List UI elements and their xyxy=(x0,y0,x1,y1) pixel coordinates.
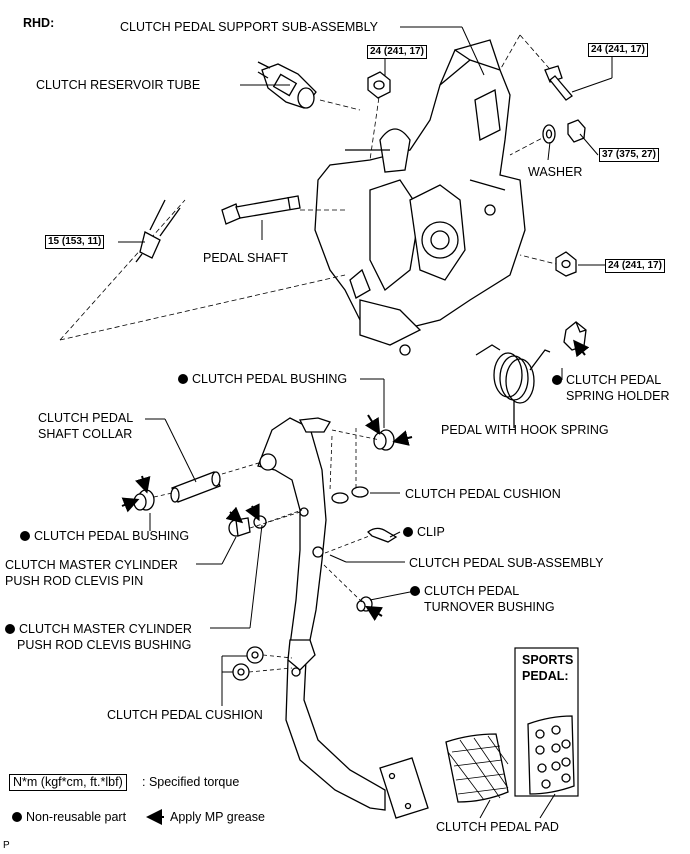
nonreusable-dot-icon xyxy=(12,812,22,822)
region-label: RHD: xyxy=(23,16,55,30)
label-sports-line2: PEDAL: xyxy=(522,669,569,683)
label-clevis-pin-line2: PUSH ROD CLEVIS PIN xyxy=(5,574,144,588)
label-bushing-left: CLUTCH PEDAL BUSHING xyxy=(20,529,189,544)
label-pedal-shaft: PEDAL SHAFT xyxy=(203,251,288,265)
legend-grease: Apply MP grease xyxy=(170,810,265,824)
torque-box-top-nut: 24 (241, 17) xyxy=(367,45,427,59)
nonreusable-dot-icon xyxy=(552,375,562,385)
label-spring-holder-line2: SPRING HOLDER xyxy=(566,389,670,403)
label-clip: CLIP xyxy=(403,525,445,540)
torque-box-lower-nut: 24 (241, 17) xyxy=(605,259,665,273)
label-clevis-pin: CLUTCH MASTER CYLINDER xyxy=(5,558,178,572)
legend-torque-box: N*m (kgf*cm, ft.*lbf) xyxy=(9,774,127,791)
figure-code: P xyxy=(3,840,10,851)
label-support-sub-assembly: CLUTCH PEDAL SUPPORT SUB-ASSEMBLY xyxy=(120,20,378,34)
pedal-pad-drawing xyxy=(445,733,509,803)
torque-box-right-nut: 37 (375, 27) xyxy=(599,148,659,162)
reservoir-tube-drawing xyxy=(257,61,317,109)
label-bushing-top: CLUTCH PEDAL BUSHING xyxy=(178,372,347,387)
label-sports: SPORTS xyxy=(522,653,574,667)
label-cushion-bottom: CLUTCH PEDAL CUSHION xyxy=(107,708,263,722)
label-clevis-bushing-line2: PUSH ROD CLEVIS BUSHING xyxy=(17,638,192,652)
hook-spring-drawing xyxy=(475,344,551,428)
label-hook-spring: PEDAL WITH HOOK SPRING xyxy=(441,423,609,437)
label-clevis-bushing: CLUTCH MASTER CYLINDER xyxy=(5,622,192,637)
label-shaft-collar: CLUTCH PEDAL xyxy=(38,411,134,425)
label-turnover-bushing-line2: TURNOVER BUSHING xyxy=(424,600,555,614)
nonreusable-dot-icon xyxy=(5,624,15,634)
torque-box-top-bolt: 24 (241, 17) xyxy=(588,43,648,57)
label-pedal-pad: CLUTCH PEDAL PAD xyxy=(436,820,559,834)
nonreusable-dot-icon xyxy=(410,586,420,596)
pedal-arm-drawing xyxy=(257,417,386,811)
label-cushion-top: CLUTCH PEDAL CUSHION xyxy=(405,487,561,501)
label-spring-holder: CLUTCH PEDAL xyxy=(552,373,661,388)
label-turnover-bushing: CLUTCH PEDAL xyxy=(410,584,519,599)
nonreusable-dot-icon xyxy=(403,527,413,537)
label-shaft-collar-line2: SHAFT COLLAR xyxy=(38,427,133,441)
nonreusable-dot-icon xyxy=(20,531,30,541)
sports-pedal-drawing xyxy=(527,715,575,795)
legend-torque-text: : Specified torque xyxy=(142,775,240,789)
label-reservoir-tube: CLUTCH RESERVOIR TUBE xyxy=(36,78,201,92)
torque-box-hose: 15 (153, 11) xyxy=(45,235,105,249)
legend-nonreusable: Non-reusable part xyxy=(12,810,126,825)
nonreusable-dot-icon xyxy=(178,374,188,384)
pedal-shaft-drawing xyxy=(221,195,301,225)
support-bracket-drawing xyxy=(314,39,526,356)
label-washer: WASHER xyxy=(528,165,583,179)
label-sub-assembly: CLUTCH PEDAL SUB-ASSEMBLY xyxy=(409,556,604,570)
